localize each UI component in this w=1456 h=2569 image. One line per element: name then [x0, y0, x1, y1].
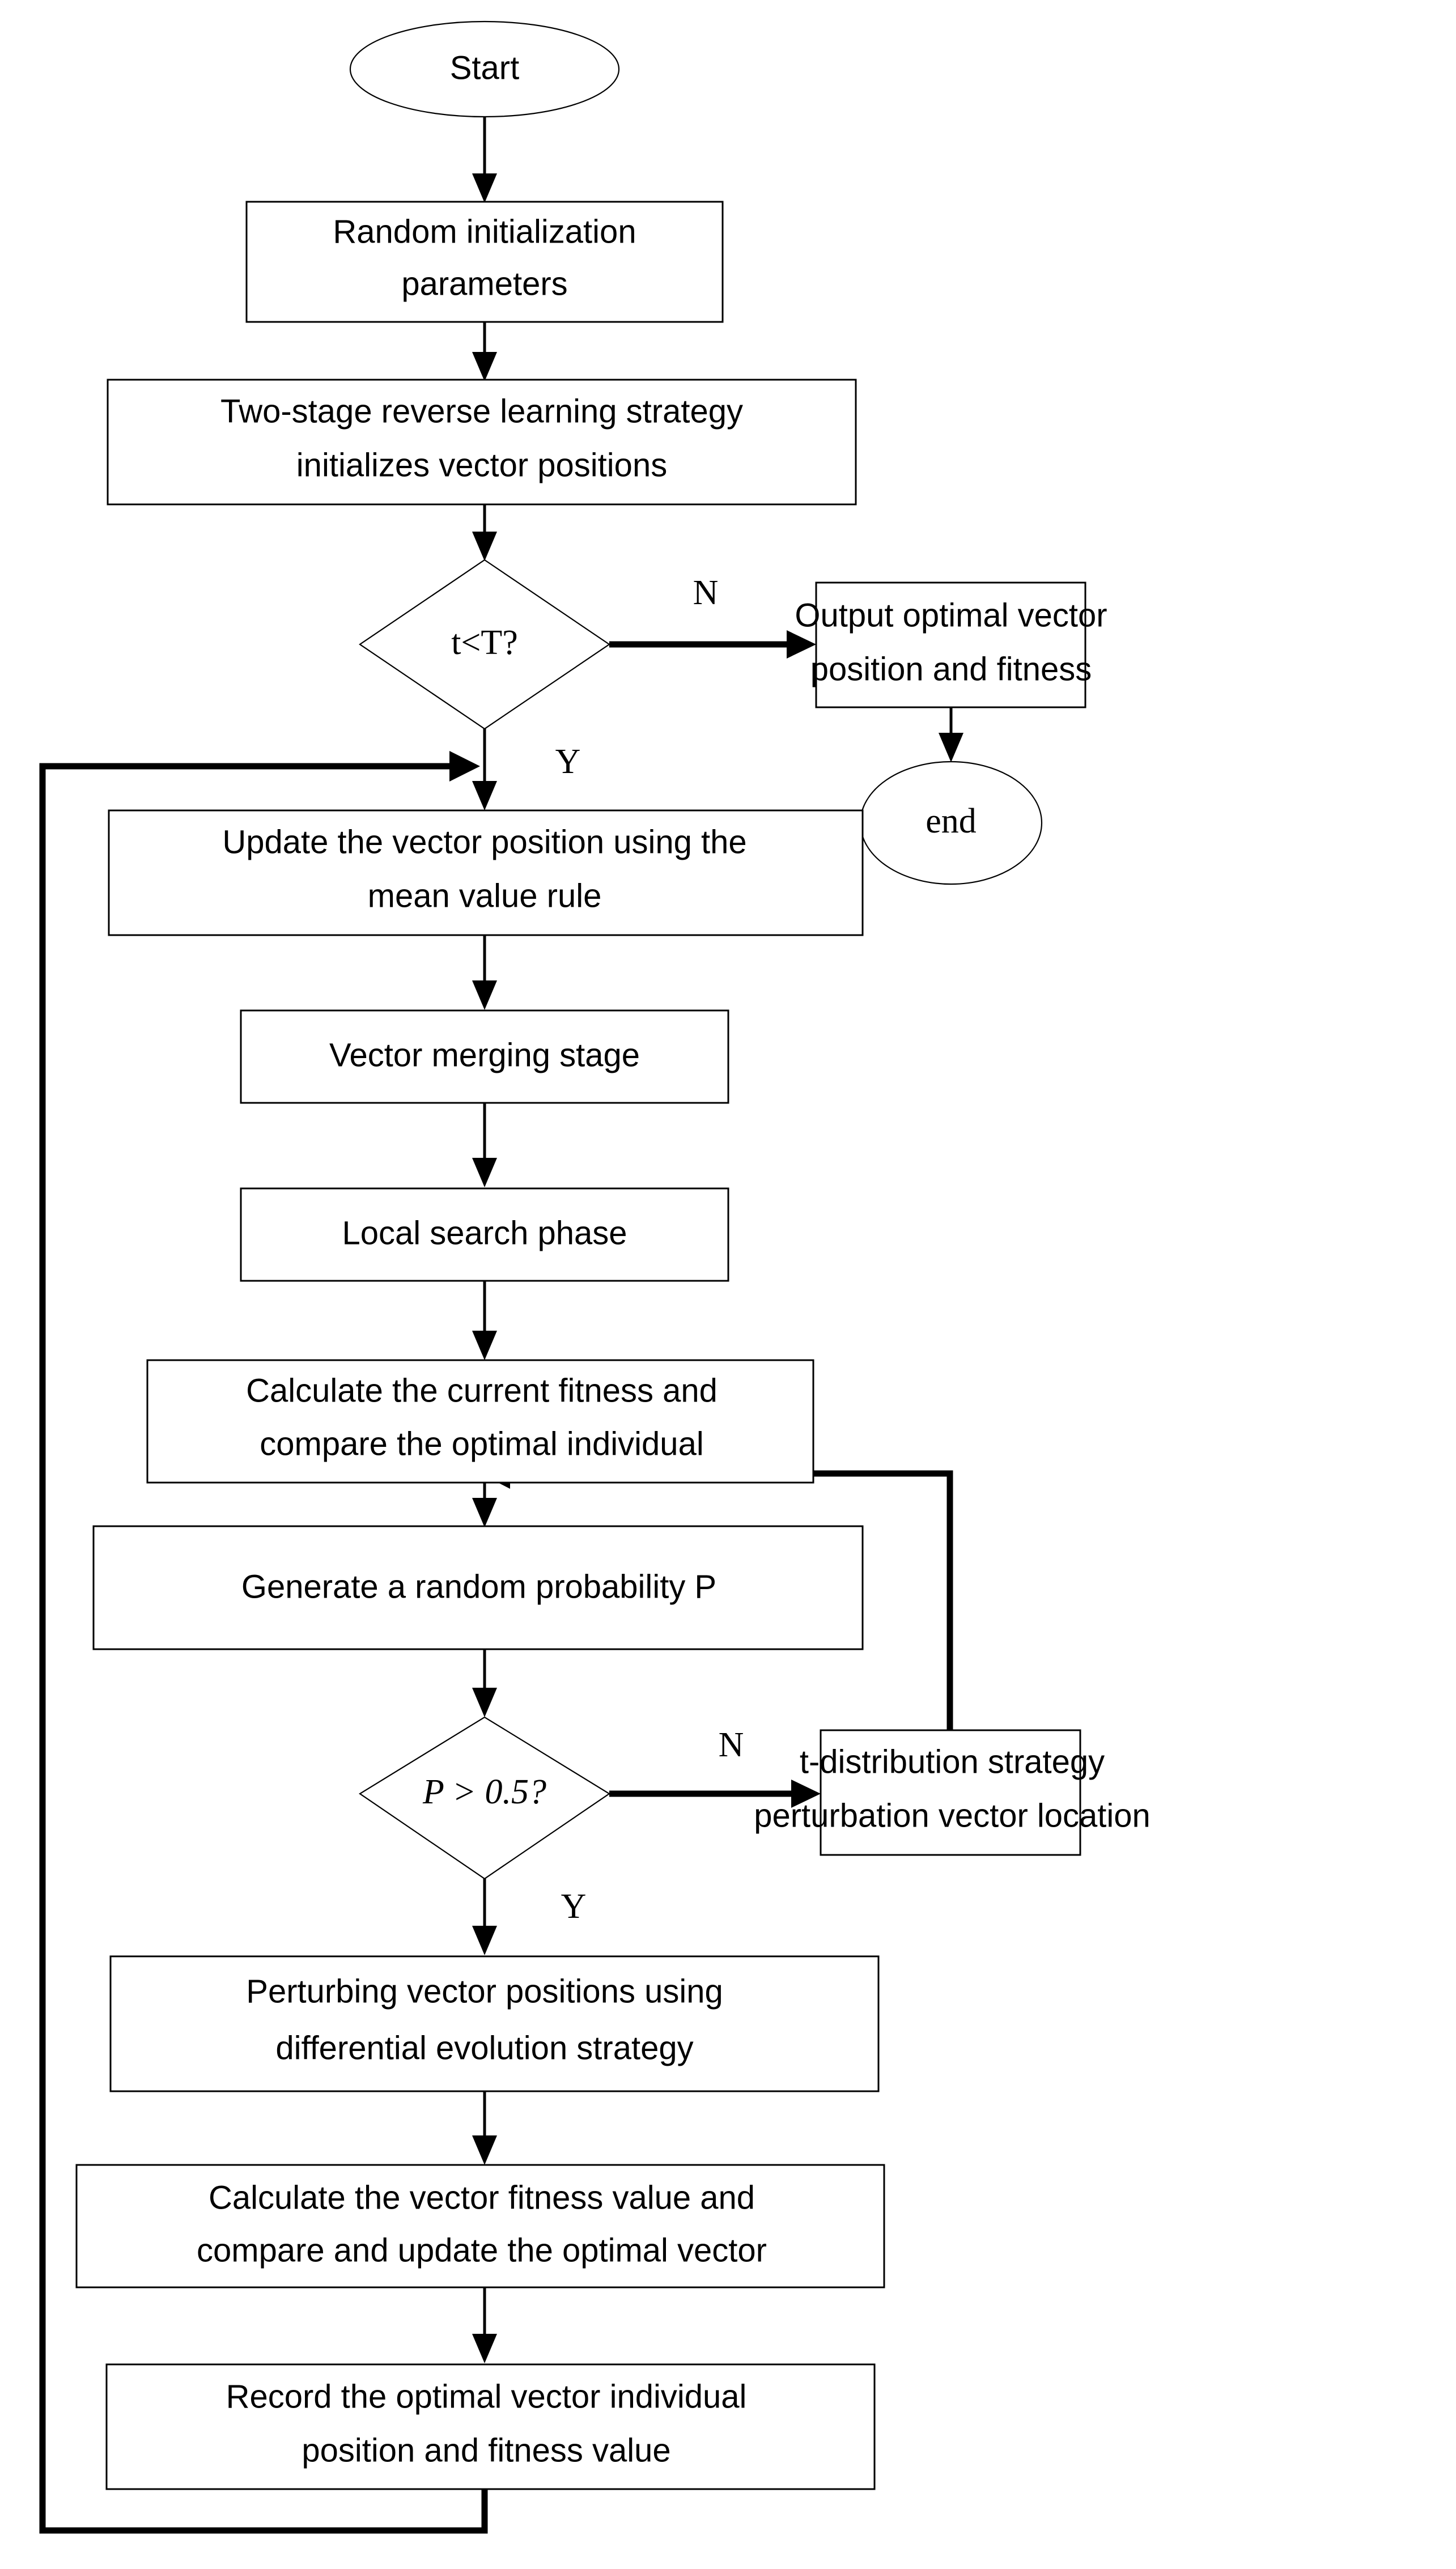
node-perturbing-vector-line2: differential evolution strategy: [275, 2029, 693, 2066]
node-two-stage[interactable]: Two-stage reverse learning strategy init…: [107, 379, 857, 506]
node-calc-current-fitness[interactable]: Calculate the current fitness and compar…: [146, 1359, 814, 1484]
node-vector-merging-label: Vector merging stage: [329, 1037, 640, 1073]
edge-perturbing-to-calc-vector-fitness: [472, 2091, 497, 2165]
node-update-vector-line2: mean value rule: [368, 877, 602, 914]
node-calc-current-line1: Calculate the current fitness and: [246, 1372, 718, 1409]
edge-vector-merging-to-local-search: [472, 1103, 497, 1187]
node-calc-vector-fitness-line1: Calculate the vector fitness value and: [209, 2179, 755, 2216]
edge-decision-p-yes-to-perturbing: [472, 1876, 497, 1955]
node-perturbing-vector-line1: Perturbing vector positions using: [246, 1973, 723, 2010]
edge-decision-t-no-to-output: [609, 630, 816, 659]
node-vector-merging[interactable]: Vector merging stage: [240, 1009, 729, 1104]
node-output-optimal-line1: Output optimal vector: [795, 597, 1107, 634]
node-t-distribution[interactable]: t-distribution strategy perturbation vec…: [754, 1729, 1151, 1856]
node-start-label: Start: [450, 49, 520, 86]
node-decision-p-label: P > 0.5?: [422, 1773, 546, 1811]
node-output-optimal-line2: position and fitness: [810, 651, 1092, 687]
edge-output-to-end: [939, 707, 963, 762]
node-local-search-label: Local search phase: [342, 1215, 627, 1251]
branch-label-t-no: N: [693, 574, 719, 612]
edge-two-stage-to-decision-t: [472, 504, 497, 561]
node-decision-t-label: t<T?: [451, 623, 518, 662]
edge-outer-feedback-loop: [39, 751, 488, 2534]
node-record-optimal-line2: position and fitness value: [302, 2432, 670, 2469]
edge-local-search-to-calc-current: [472, 1281, 497, 1360]
node-t-distribution-line2: perturbation vector location: [754, 1797, 1151, 1834]
node-random-init-line2: parameters: [401, 265, 567, 302]
node-record-optimal[interactable]: Record the optimal vector individual pos…: [105, 2363, 876, 2490]
node-random-init-line1: Random initialization: [333, 213, 636, 250]
node-t-distribution-line1: t-distribution strategy: [800, 1743, 1105, 1780]
node-record-optimal-line1: Record the optimal vector individual: [226, 2378, 747, 2415]
node-random-init[interactable]: Random initialization parameters: [245, 201, 724, 323]
edge-decision-t-yes-to-update: [472, 728, 497, 810]
edge-start-to-random-init: [472, 116, 497, 203]
node-perturbing-vector[interactable]: Perturbing vector positions using differ…: [109, 1955, 880, 2092]
node-output-optimal[interactable]: Output optimal vector position and fitne…: [795, 581, 1107, 708]
branch-label-t-yes: Y: [555, 742, 581, 781]
edge-generate-to-decision-p: [472, 1649, 497, 1717]
node-generate-probability-label: Generate a random probability P: [241, 1568, 716, 1605]
edge-calc-current-to-generate: [472, 1483, 497, 1527]
node-decision-t-less-than-T[interactable]: t<T?: [359, 559, 610, 730]
node-update-vector-line1: Update the vector position using the: [222, 823, 746, 860]
node-start[interactable]: Start: [349, 20, 620, 118]
node-calc-current-line2: compare the optimal individual: [260, 1425, 703, 1462]
node-decision-p-gt-half[interactable]: P > 0.5?: [358, 1716, 611, 1880]
branch-label-p-no: N: [719, 1726, 744, 1764]
node-calc-vector-fitness[interactable]: Calculate the vector fitness value and c…: [75, 2164, 885, 2288]
node-two-stage-line1: Two-stage reverse learning strategy: [220, 393, 743, 430]
node-local-search[interactable]: Local search phase: [240, 1187, 729, 1282]
node-update-vector[interactable]: Update the vector position using the mea…: [108, 809, 864, 936]
node-two-stage-line2: initializes vector positions: [296, 447, 667, 483]
edge-update-to-vector-merging: [472, 935, 497, 1010]
edge-calc-vector-fitness-to-record: [472, 2287, 497, 2363]
node-end[interactable]: end: [859, 761, 1043, 885]
branch-label-p-yes: Y: [561, 1887, 587, 1926]
edge-random-init-to-two-stage: [472, 321, 497, 381]
edge-decision-p-no-to-t-distribution: [609, 1780, 821, 1808]
node-generate-probability[interactable]: Generate a random probability P: [92, 1525, 864, 1650]
node-calc-vector-fitness-line2: compare and update the optimal vector: [197, 2232, 767, 2269]
node-end-label: end: [926, 802, 977, 840]
